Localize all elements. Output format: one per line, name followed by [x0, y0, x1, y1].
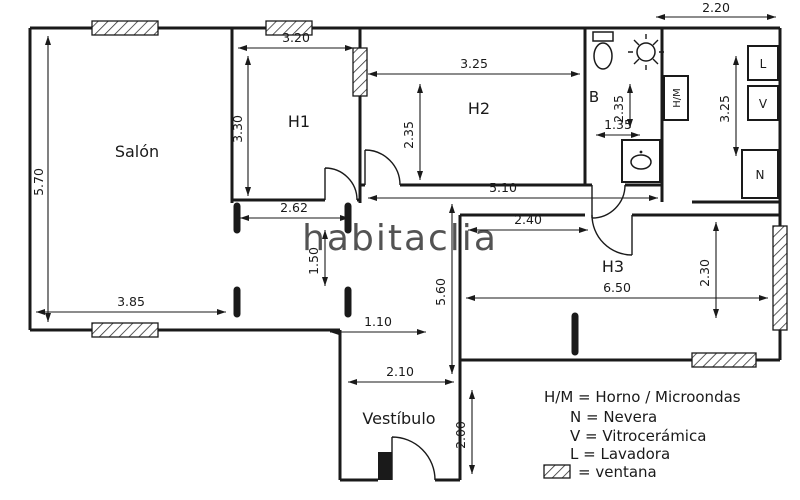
svg-text:2.40: 2.40	[514, 212, 542, 227]
room-label-h2: H2	[468, 99, 490, 118]
windows	[91, 20, 788, 368]
svg-text:5.10: 5.10	[489, 180, 517, 195]
room-label-h1: H1	[288, 112, 310, 131]
fridge-box	[741, 149, 779, 199]
window-hatch	[91, 20, 159, 36]
room-label-bath: B	[589, 88, 599, 106]
dim-vestibulo-width: 2.10	[348, 364, 454, 385]
svg-text:3.25: 3.25	[460, 56, 488, 71]
dim-bath-height: 2.35	[611, 84, 633, 128]
window-hatch	[772, 225, 788, 331]
svg-text:3.85: 3.85	[117, 294, 145, 309]
dim-salon-width: 3.85	[36, 294, 226, 315]
svg-text:2.00: 2.00	[453, 421, 468, 449]
oven-microwave-label: H/M	[672, 88, 683, 108]
legend-window: = ventana	[578, 463, 657, 481]
svg-text:6.50: 6.50	[603, 280, 631, 295]
sink-icon	[621, 139, 661, 183]
shower-light-icon	[628, 34, 664, 70]
dim-h1-below: 2.62	[240, 200, 349, 221]
dimensions: 5.70 3.85 3.20 3.30 2.62 1.50 1.10 3.25	[31, 0, 776, 474]
window-hatch	[265, 20, 313, 36]
dim-h3-width-partial: 2.40	[468, 212, 588, 233]
svg-text:2.20: 2.20	[702, 0, 730, 15]
dim-h1-height: 3.30	[230, 56, 251, 196]
dim-vestibulo-height: 2.00	[453, 390, 475, 474]
kitchen-appliances: H/M L V N	[663, 45, 779, 199]
cooktop-box	[747, 85, 779, 121]
svg-text:3.30: 3.30	[230, 115, 245, 143]
dim-h3-height: 2.30	[697, 222, 719, 318]
washer-box	[747, 45, 779, 81]
dim-kitchen-height: 3.25	[717, 56, 739, 156]
svg-text:1.35: 1.35	[604, 117, 632, 132]
room-label-salon: Salón	[115, 142, 159, 161]
svg-text:2.30: 2.30	[697, 259, 712, 287]
svg-text:2.62: 2.62	[280, 200, 308, 215]
window-hatch	[691, 352, 757, 368]
legend-cooktop: V = Vitrocerámica	[570, 427, 706, 445]
svg-text:3.20: 3.20	[282, 30, 310, 45]
legend-washer: L = Lavadora	[570, 445, 670, 463]
svg-text:1.50: 1.50	[306, 247, 321, 275]
dim-kitchen-width: 2.20	[656, 0, 776, 20]
dim-salon-height: 5.70	[31, 36, 51, 322]
dim-h2-height: 2.35	[401, 84, 423, 180]
svg-text:5.60: 5.60	[433, 278, 448, 306]
door-arc-bath	[591, 184, 626, 219]
window-hatch	[91, 322, 159, 338]
legend-fridge: N = Nevera	[570, 408, 657, 426]
dim-corridor-height: 5.60	[433, 204, 455, 374]
legend: H/M = Horno / Microondas N = Nevera V = …	[543, 388, 741, 481]
svg-text:2.10: 2.10	[386, 364, 414, 379]
entry-door-pillar	[378, 452, 392, 480]
dim-bath-width: 1.35	[596, 117, 640, 138]
doors	[324, 149, 633, 481]
window-hatch	[352, 47, 368, 97]
room-label-h3: H3	[602, 257, 624, 276]
door-arc-h2	[364, 149, 401, 186]
svg-text:2.35: 2.35	[401, 121, 416, 149]
door-arc-h3	[591, 214, 633, 256]
legend-window-icon	[543, 464, 571, 479]
bathroom-fixtures	[592, 31, 664, 183]
svg-text:2.35: 2.35	[611, 95, 626, 123]
svg-text:3.25: 3.25	[717, 95, 732, 123]
washer-label: L	[760, 57, 767, 71]
dim-corridor-length: 5.10	[368, 180, 658, 201]
room-labels: Salón H1 H2 B H3 Vestíbulo	[115, 88, 624, 428]
door-arc-h1	[324, 167, 358, 201]
door-arc-entry	[391, 436, 436, 481]
fridge-label: N	[756, 168, 765, 182]
room-label-vestibulo: Vestíbulo	[362, 409, 435, 428]
watermark: habitaclia	[302, 218, 498, 259]
dim-corridor-width-2: 1.10	[330, 314, 426, 335]
svg-text:5.70: 5.70	[31, 168, 46, 196]
oven-microwave-box	[663, 75, 689, 121]
toilet-icon	[592, 31, 614, 70]
legend-oven-microwave: H/M = Horno / Microondas	[544, 388, 741, 406]
dim-h3-width: 6.50	[466, 280, 768, 301]
dim-h1-width: 3.20	[238, 30, 354, 51]
dim-corridor-width-1: 1.50	[306, 230, 328, 286]
svg-text:1.10: 1.10	[364, 314, 392, 329]
dim-h2-width: 3.25	[368, 56, 580, 77]
cooktop-label: V	[759, 97, 768, 111]
